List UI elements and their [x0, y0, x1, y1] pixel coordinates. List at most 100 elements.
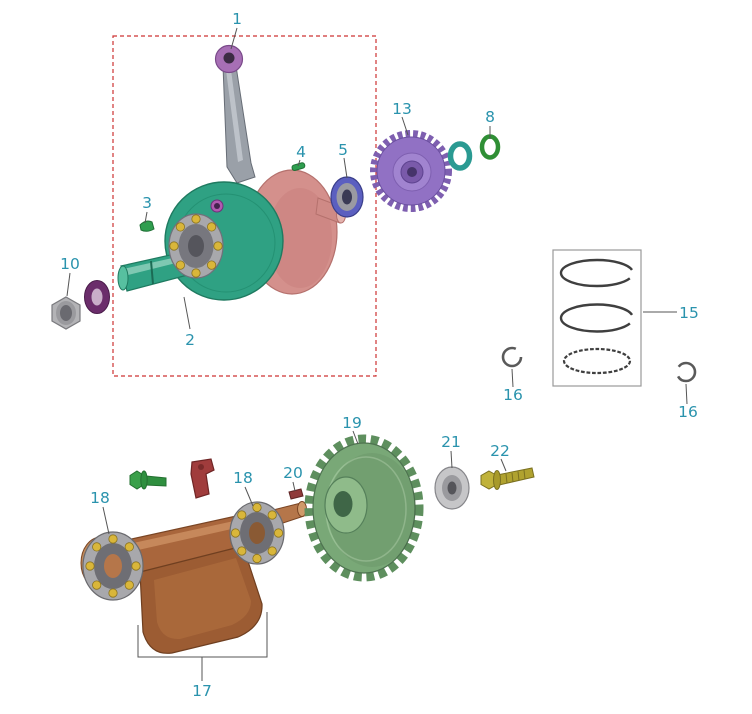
bracket-body [190, 458, 215, 499]
gear13-teeth [370, 130, 452, 212]
green-bolt-flange [140, 470, 148, 490]
washer21-bore [447, 481, 457, 495]
part-washer-10 [84, 280, 110, 314]
bolt22-flange [493, 470, 501, 490]
part-flange-bolt-green [129, 470, 167, 490]
bearing-ball [252, 502, 262, 513]
part-ring-8 [479, 134, 501, 160]
bearing-ball [92, 542, 102, 552]
leader-1 [230, 27, 238, 50]
leader-13 [401, 116, 409, 136]
bearing-ball [169, 241, 179, 251]
crank-pin-hole-bore [214, 203, 220, 209]
part-circlip-left [501, 346, 523, 368]
callout-16-right: 16 [678, 403, 698, 421]
bearing-bore [104, 554, 122, 578]
bearing-ball [207, 260, 217, 270]
bearing5-bore [342, 189, 352, 205]
assembly-boundary-box [112, 35, 377, 377]
callout-20: 20 [283, 464, 303, 482]
bearing-ball [267, 546, 277, 556]
bearing-ball [124, 580, 134, 590]
shaft-left-tip [117, 265, 129, 291]
bearing-ball [252, 553, 262, 564]
callout-21: 21 [441, 433, 461, 451]
gear19-teeth [304, 434, 424, 582]
callout-labels: 1 2 3 4 5 8 10 13 15 16 16 17 18 18 19 2… [60, 10, 699, 700]
part-spacer-ring [447, 141, 473, 171]
leader-22 [500, 458, 507, 472]
crankshaft-assembly [51, 35, 501, 377]
part-key-20 [288, 488, 304, 500]
bearing-ball [175, 260, 185, 270]
bearing-ball [124, 542, 134, 552]
bracket-hole [198, 464, 204, 470]
part-connecting-rod [214, 44, 256, 184]
rod-small-end-hole [223, 52, 235, 64]
callout-13: 13 [392, 100, 412, 118]
gear13-bore [407, 167, 417, 177]
bolt22-thread [517, 471, 520, 481]
part-main-bearing [168, 213, 224, 279]
counterweight-face [154, 558, 251, 640]
piston-ring-top [559, 258, 635, 288]
bearing-ball [207, 222, 217, 232]
bearing-ball [237, 546, 247, 556]
piston-ring-set [501, 249, 697, 387]
leader-lines [66, 27, 688, 681]
callout-5: 5 [338, 141, 348, 159]
bearing-ball [267, 510, 277, 520]
leader-16-left [511, 368, 514, 388]
gear19-bore [333, 491, 353, 517]
part-bearing-5 [330, 176, 364, 218]
part-bearing-18-left [82, 531, 144, 601]
bearing-ball [175, 222, 185, 232]
part-bearing-18-right [229, 501, 285, 565]
part-washer-21 [434, 466, 470, 510]
leader-5 [343, 157, 348, 179]
balancer-highlight [106, 514, 267, 557]
bearing-ball [273, 528, 284, 538]
callout-1: 1 [232, 10, 242, 28]
part-bolt-22 [480, 467, 535, 490]
nut-bore [60, 305, 72, 321]
callout-3: 3 [142, 194, 152, 212]
bearing-ball [191, 268, 201, 278]
bearing-ball [237, 510, 247, 520]
leader-18-right [244, 486, 254, 507]
part-circlip-right [675, 361, 697, 383]
leader-19 [352, 430, 359, 445]
callout-18-right: 18 [233, 469, 253, 487]
bolt22-thread [523, 469, 526, 480]
part-balancer-gear [304, 434, 424, 582]
piston-ring-second [559, 303, 635, 333]
bolt22-thread [505, 473, 508, 484]
callout-16-left: 16 [503, 386, 523, 404]
piston-ring-oil [562, 347, 632, 375]
bearing-ball [191, 214, 201, 224]
leader-2 [183, 296, 191, 330]
callout-19: 19 [342, 414, 362, 432]
rod-shaft-highlight [226, 70, 243, 162]
leader-4 [297, 159, 301, 167]
callout-8: 8 [485, 108, 495, 126]
balancer-assembly [80, 434, 535, 654]
bearing-ball [213, 241, 223, 251]
part-retainer-bracket [190, 458, 215, 499]
part-dowel-pin [291, 162, 306, 171]
bolt22-thread [511, 472, 514, 483]
callout-4: 4 [296, 143, 306, 161]
bearing-ball [92, 580, 102, 590]
leader-3 [144, 211, 148, 224]
green-bolt-shaft [145, 475, 167, 487]
bearing-ball [85, 561, 95, 571]
callout-22: 22 [490, 442, 510, 460]
callout-17: 17 [192, 682, 212, 700]
leader-17-bracket [137, 612, 268, 681]
callout-10: 10 [60, 255, 80, 273]
leader-16-right [685, 383, 688, 405]
bearing-ball [108, 534, 118, 544]
bearing-ball [108, 588, 118, 598]
bearing-bore [249, 522, 265, 544]
